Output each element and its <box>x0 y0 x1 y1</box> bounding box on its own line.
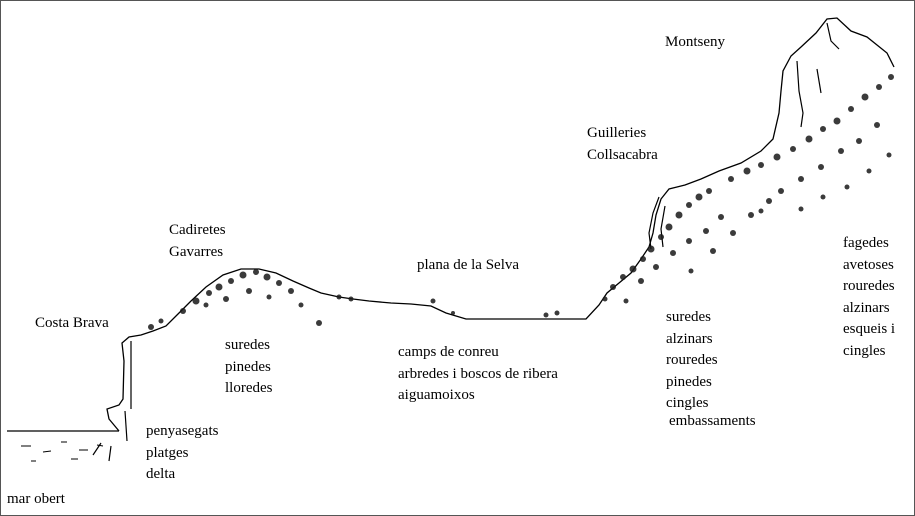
habitat-item: delta <box>146 466 176 482</box>
habitat-item: pinedes <box>666 373 712 390</box>
habitat-list-guilleries: suredes alzinars rouredes pinedes cingle… <box>666 307 718 415</box>
region-name: mar obert <box>7 491 65 507</box>
region-name: Costa Brava <box>35 315 109 331</box>
habitat-list-costa: penyasegats platges delta <box>146 421 218 486</box>
habitat-item: embassaments <box>669 413 756 429</box>
guilleries-cliff <box>648 196 666 250</box>
habitat-list-cadiretes: suredes pinedes lloredes <box>225 335 272 400</box>
coast-cliff <box>106 17 895 432</box>
region-label-selva: plana de la Selva <box>417 255 519 277</box>
region-label-cadiretes: Cadiretes Gavarres <box>169 220 226 263</box>
habitat-item: avetoses <box>843 256 894 273</box>
habitat-item: suredes <box>666 309 711 325</box>
habitat-item: lloredes <box>225 380 273 396</box>
habitat-item: alzinars <box>666 330 713 347</box>
habitat-item: cingles <box>843 342 886 359</box>
habitat-item: fagedes <box>843 235 889 251</box>
habitat-item: rouredes <box>843 278 895 294</box>
coast-cliff-inner <box>92 341 132 462</box>
montseny-vegetation <box>728 74 894 214</box>
habitat-item: suredes <box>225 337 270 353</box>
region-name: Cadiretes <box>169 222 226 238</box>
region-label-montseny: Montseny <box>665 32 725 54</box>
sea-waves <box>21 441 104 462</box>
habitat-item: aiguamoixos <box>398 387 475 403</box>
region-label-guilleries: Guilleries Collsacabra <box>587 123 658 166</box>
region-name: Montseny <box>665 34 725 50</box>
cadiretes-vegetation <box>148 269 560 330</box>
region-name: Guilleries <box>587 125 647 141</box>
region-name: Collsacabra <box>587 146 658 163</box>
region-name: plana de la Selva <box>417 257 520 273</box>
habitat-item: alzinars <box>843 299 890 316</box>
vegetation <box>148 74 894 330</box>
habitat-item: arbredes i boscos de ribera <box>398 365 558 382</box>
habitat-item: camps de conreu <box>398 344 499 360</box>
habitat-item-embassaments: embassaments <box>669 411 756 433</box>
habitat-item: cingles <box>666 395 709 411</box>
habitat-list-montseny: fagedes avetoses rouredes alzinars esque… <box>843 233 895 362</box>
montseny-peak <box>796 22 840 128</box>
habitat-list-selva: camps de conreu arbredes i boscos de rib… <box>398 342 558 407</box>
region-label-costa-brava: Costa Brava <box>35 313 109 335</box>
habitat-item: penyasegats <box>146 423 219 439</box>
habitat-item: esqueis i <box>843 321 896 337</box>
habitat-item: platges <box>146 444 189 461</box>
guilleries-vegetation <box>602 188 772 304</box>
region-label-mar: mar obert <box>7 489 65 511</box>
habitat-item: rouredes <box>666 352 718 368</box>
region-name: Gavarres <box>169 243 224 260</box>
habitat-item: pinedes <box>225 358 271 375</box>
